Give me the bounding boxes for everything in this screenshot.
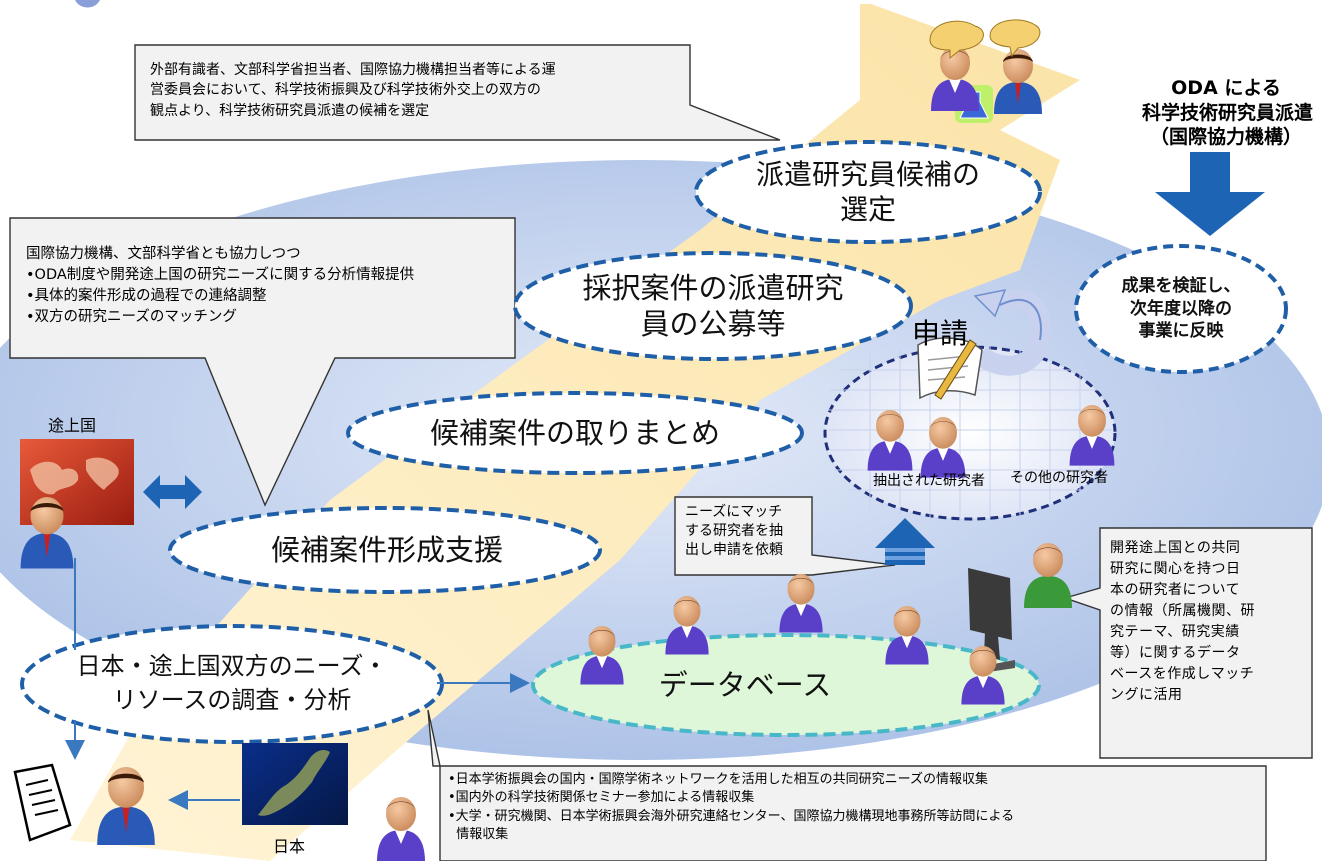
callout-coordination-line: 国際協力機構、文部科学省とも協力しつつ <box>26 246 301 262</box>
stage-survey-line2: リソースの調査・分析 <box>112 686 352 714</box>
up-arrow <box>875 518 935 565</box>
callout-database-line: 等）に関するデータ <box>1110 645 1241 661</box>
callout-committee-line: 営委員会において、科学技術振興及び科学技術外交上の双方の <box>150 82 541 99</box>
oda-label: ODA による 科学技術研究員派遣 （国際協力機構） <box>1142 76 1314 150</box>
callout-coordination-box <box>9 217 516 507</box>
callout-info-line: •大学・研究機関、日本学術振興会海外研究連絡センター、国際協力機構現地事務所等訪… <box>448 808 1015 824</box>
callout-matching-line: 出し申請を依頼 <box>685 541 783 558</box>
stage-selection-label: 派遣研究員候補の選定 <box>700 145 1036 239</box>
other-researchers-label: その他の研究者 <box>1010 470 1108 486</box>
stage-recruit-line2: 員の公募等 <box>640 307 786 341</box>
feedback-label: 成果を検証し、次年度以降の事業に反映 <box>1085 262 1277 356</box>
feedback-line2: 次年度以降の <box>1130 298 1232 319</box>
callout-matching: ニーズにマッチ する研究者を抽 出し申請を依頼 <box>685 503 783 560</box>
japan-label: 日本 <box>273 837 306 856</box>
stage-recruit-line1: 採択案件の派遣研究 <box>582 270 844 305</box>
oval-recruit <box>513 251 913 361</box>
database-label: データベース <box>658 667 832 702</box>
callout-database-line: 本の研究者について <box>1110 582 1241 598</box>
oval-formation <box>168 506 602 594</box>
callout-database-line: ングに活用 <box>1110 687 1183 703</box>
oda-down-arrow <box>1155 152 1265 236</box>
callout-info-line: •日本学術振興会の国内・国際学術ネットワークを活用した相互の共同研究ニーズの情報… <box>448 772 989 787</box>
document-pen-icon <box>917 337 983 400</box>
oval-feedback <box>1074 244 1288 374</box>
developing-country-label: 途上国 <box>48 416 97 435</box>
callout-database-line: 開発途上国との共同 <box>1110 540 1241 556</box>
oda-line3: （国際協力機構） <box>1149 126 1302 149</box>
extracted-researchers-label: 抽出された研究者 <box>873 473 985 489</box>
oval-selection <box>694 140 1042 244</box>
callout-database-line: ベースを作成しマッチ <box>1110 666 1255 682</box>
oda-line1: ODA による <box>1171 77 1281 99</box>
stage-formation-label: 候補案件形成支援 <box>270 532 503 567</box>
double-arrow <box>143 475 202 509</box>
callout-coordination-line: •双方の研究ニーズのマッチング <box>26 309 237 326</box>
stage-compile-label: 候補案件の取りまとめ <box>429 415 720 450</box>
stage-survey-line1: 日本・途上国双方のニーズ・ <box>76 652 388 681</box>
oval-compile <box>346 391 804 475</box>
stage-survey-label: 日本・途上国双方のニーズ・リソースの調査・分析 <box>26 632 438 736</box>
stage-selection-line2: 選定 <box>839 193 896 226</box>
callout-info-collection: •日本学術振興会の国内・国際学術ネットワークを活用した相互の共同研究ニーズの情報… <box>448 771 1014 845</box>
callout-coordination: 国際協力機構、文部科学省とも協力しつつ •ODA制度や開発途上国の研究ニーズに関… <box>26 244 414 328</box>
stage-selection-line1: 派遣研究員候補の <box>755 158 980 191</box>
feedback-line3: 事業に反映 <box>1138 321 1224 342</box>
callout-committee-box <box>134 44 781 141</box>
callout-database-line: の情報（所属機関、研 <box>1110 603 1255 619</box>
callout-info-box <box>427 709 1267 861</box>
callout-committee: 外部有識者、文部科学省担当者、国際協力機構担当者等による運 営委員会において、科… <box>150 60 556 121</box>
feedback-line1: 成果を検証し、 <box>1121 275 1241 296</box>
callout-info-line: •国内外の科学技術関係セミナー参加による情報収集 <box>448 790 755 806</box>
callout-coordination-line: •具体的案件形成の過程での連絡調整 <box>26 288 267 305</box>
callout-info-line: 情報収集 <box>448 827 509 843</box>
callout-committee-line: 観点より、科学技術研究員派遣の候補を選定 <box>150 102 430 119</box>
apply-label: 申請 <box>912 317 969 350</box>
clipboard-icon <box>13 763 72 842</box>
oda-line2: 科学技術研究員派遣 <box>1142 101 1314 124</box>
callout-database-info: 開発途上国との共同 研究に関心を持つ日 本の研究者について の情報（所属機関、研… <box>1110 538 1255 706</box>
callout-matching-line: する研究者を抽 <box>685 522 783 539</box>
apply-arrowhead <box>973 288 1007 318</box>
person-icon-japan <box>377 797 425 861</box>
callout-database-line: 研究に関心を持つ日 <box>1110 561 1241 577</box>
callout-coordination-line: •ODA制度や開発途上国の研究ニーズに関する分析情報提供 <box>26 267 415 284</box>
callout-matching-line: ニーズにマッチ <box>685 504 783 520</box>
callout-committee-line: 外部有識者、文部科学省担当者、国際協力機構担当者等による運 <box>150 62 556 78</box>
callout-database-line: 究テーマ、研究実績 <box>1110 624 1240 640</box>
callout-database-box <box>1062 527 1313 759</box>
stage-recruit-label: 採択案件の派遣研究員の公募等 <box>525 258 901 354</box>
